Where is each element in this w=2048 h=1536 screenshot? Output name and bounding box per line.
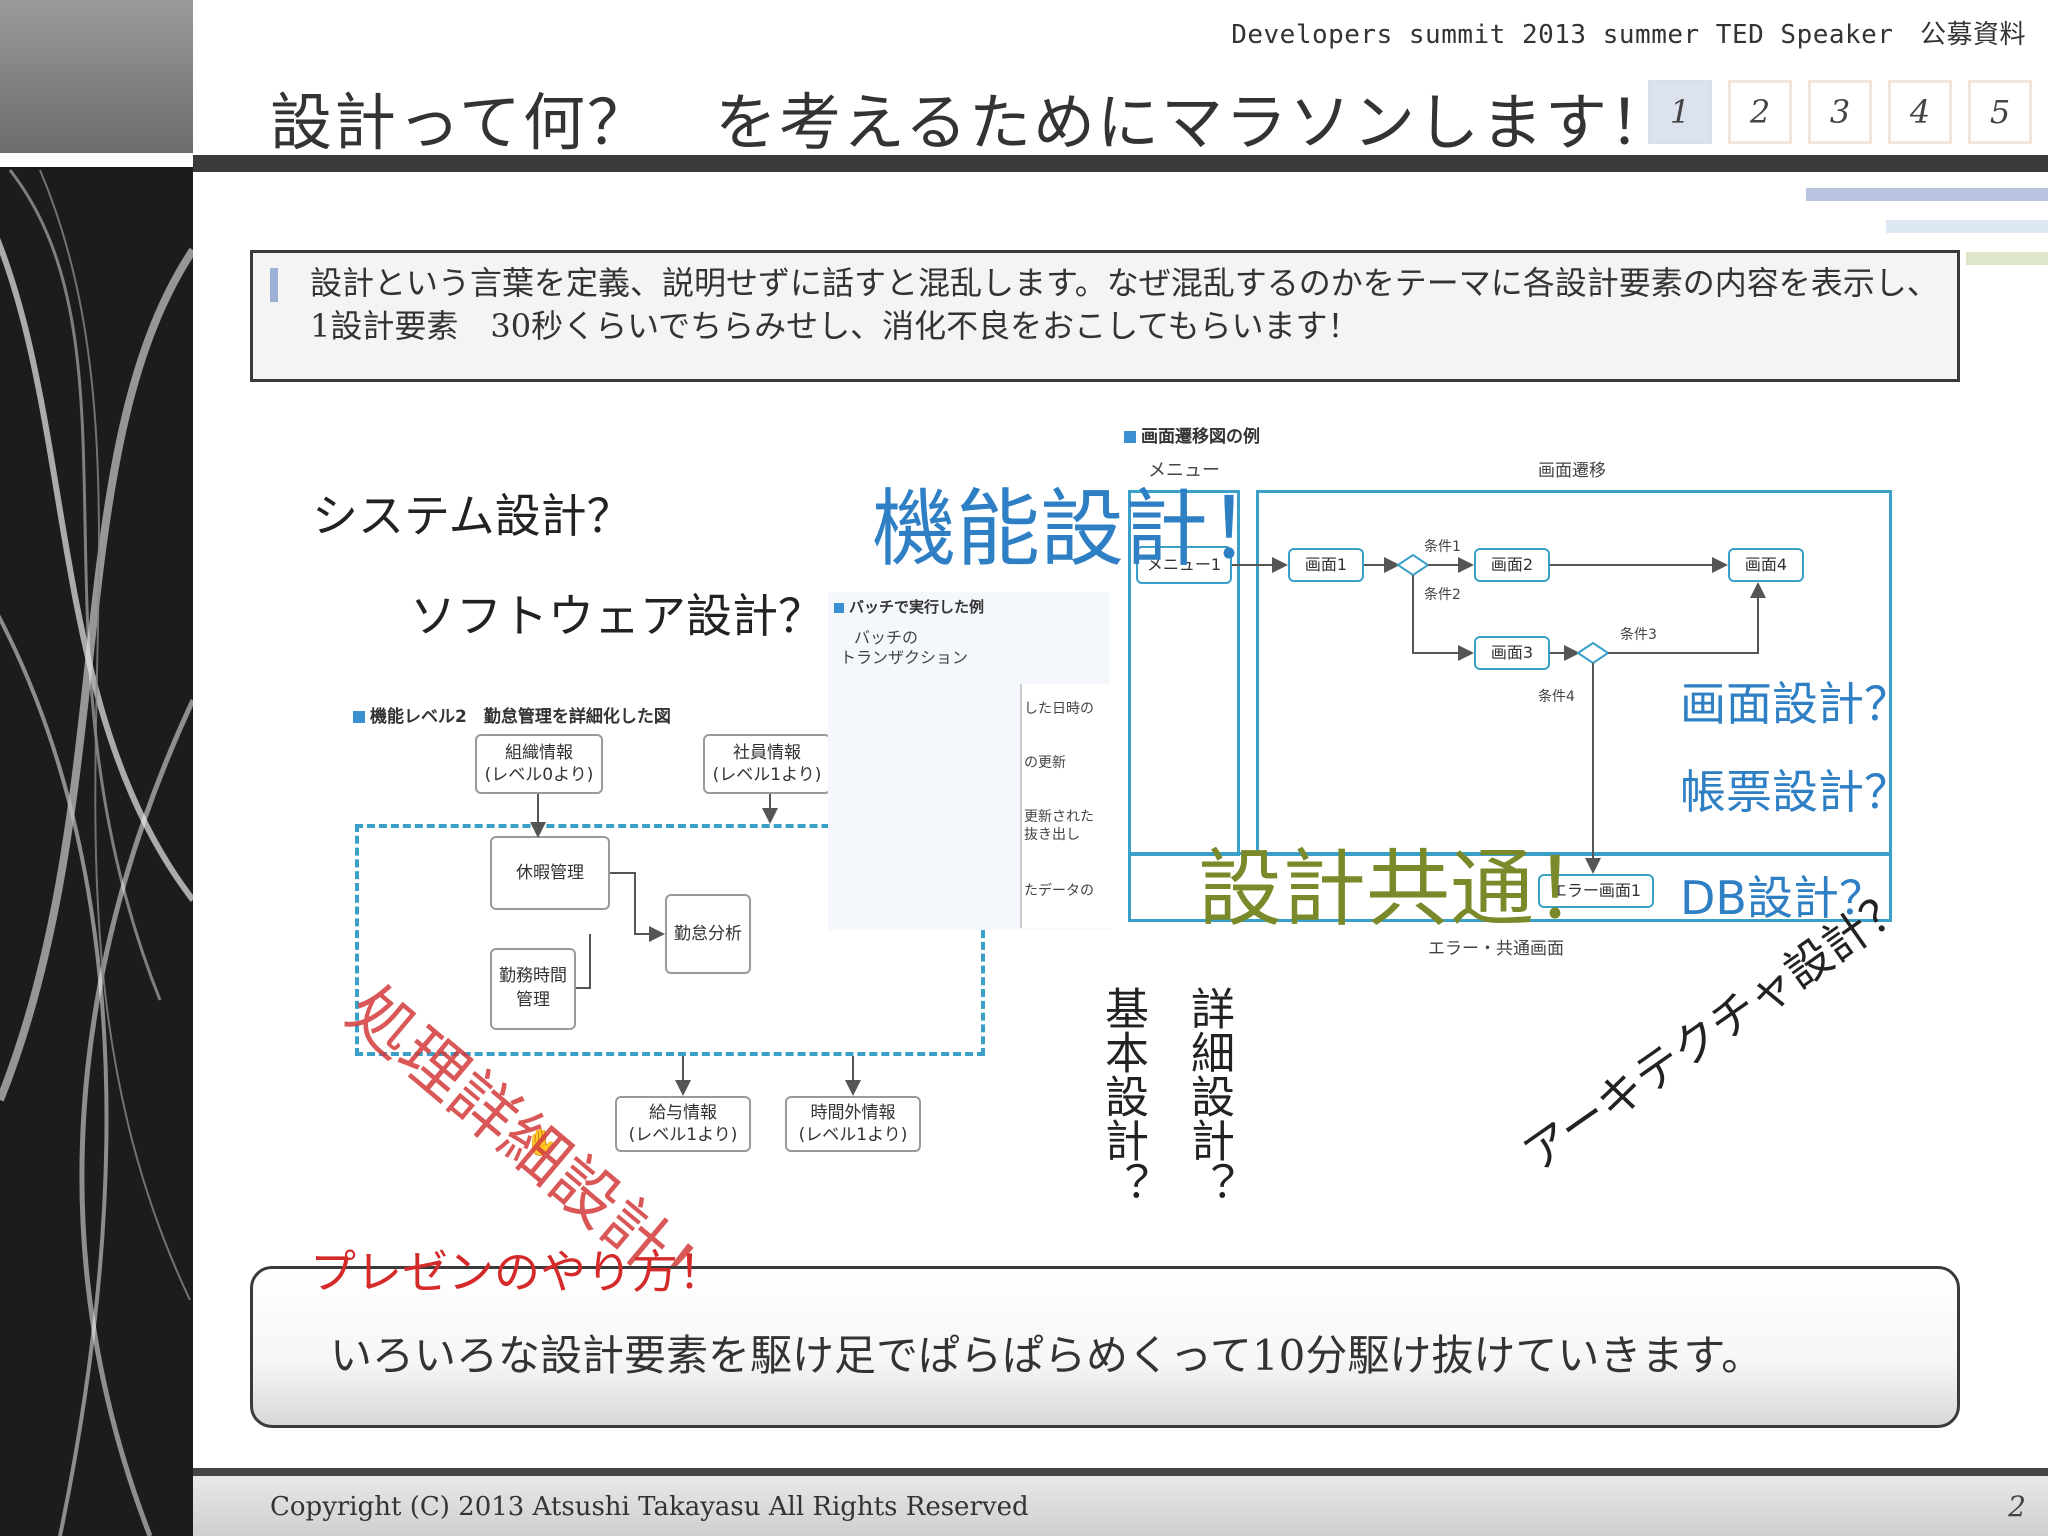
batch-diagram: バッチで実行した例 バッチの トランザクション した日時の の更新 更新された … [828,592,1112,930]
page-number: 2 [2008,1490,2026,1523]
work-time-mgmt-node: 勤務時間管理 [490,948,576,1030]
condition-1-label: 条件1 [1424,539,1461,555]
batch-transaction-label-2: トランザクション [840,648,969,667]
batch-row-4: 抜き出し [1024,827,1080,843]
square-bullet-icon [834,603,844,613]
system-design-label: システム設計？ [312,489,633,543]
transition-column-header: 画面遷移 [1538,461,1606,481]
left-decoration [0,0,193,1536]
page-tab-3[interactable]: 3 [1808,80,1872,144]
decision-diamond-1 [1396,553,1430,577]
batch-row-2: の更新 [1024,755,1066,771]
condition-2-label: 条件2 [1424,587,1461,603]
batch-transaction-label-1: バッチの [854,628,919,647]
copyright-text: Copyright (C) 2013 Atsushi Takayasu All … [270,1492,1029,1522]
decision-diamond-2 [1576,641,1610,665]
summary-box [250,1266,1960,1428]
slide-title: 設計って何？ を考えるためにマラソンします！ [270,86,1674,159]
org-info-node: 組織情報(レベル0より) [475,734,603,794]
square-bullet-icon [353,711,365,723]
db-design-label: DB設計？ [1680,871,1885,925]
function-boundary-dashed [355,824,985,1056]
screen-transition-arrows [1232,553,1766,874]
batch-row-1: した日時の [1024,701,1094,717]
footer-background [193,1476,2048,1536]
salary-info-node: 給与情報(レベル1より) [615,1096,751,1152]
swirl-decoration [0,169,193,1536]
summary-text: いろいろな設計要素を駆け足でぱらぱらめくって10分駆け抜けていきます。 [330,1331,1764,1380]
screen2-node: 画面2 [1474,548,1550,582]
condition-3-label: 条件3 [1620,627,1657,643]
error-common-footer: エラー・共通画面 [1428,939,1564,959]
condition-4-label: 条件4 [1538,689,1575,705]
functional-design-label: 機能設計！ [872,480,1293,578]
leave-mgmt-node: 休暇管理 [490,836,610,910]
header-caption: Developers summit 2013 summer TED Speake… [1231,20,2026,50]
hand-cursor-icon: ✋ [525,1128,558,1158]
footer-bar [193,1468,2048,1476]
accent-line-lightblue [1886,220,2048,233]
page-tab-5[interactable]: 5 [1968,80,2032,144]
intro-box [250,250,1960,382]
batch-rows: した日時の の更新 更新された 抜き出し たデータの [1020,684,1112,928]
overtime-info-node: 時間外情報(レベル1より) [785,1096,921,1152]
function-level-diagram-title: 機能レベル2 勤怠管理を詳細化した図 [353,702,671,727]
screen1-node: 画面1 [1288,548,1364,582]
page-tab-2[interactable]: 2 [1728,80,1792,144]
screen3-node: 画面3 [1474,636,1550,670]
menu-column-header: メニュー [1148,460,1220,481]
presentation-method-label: プレゼンのやり方！ [310,1245,724,1299]
detailed-design-label: 詳細設計？ [1183,986,1234,1206]
common-design-label: 設計共通！ [1198,840,1619,938]
batch-row-3: 更新された [1024,809,1094,825]
intro-text: 設計という言葉を定義、説明せずに話すと混乱します。なぜ混乱するのかをテーマに各設… [310,264,1939,345]
screen-transition-diagram: 画面遷移図の例 メニュー 画面遷移 メニュー1 画面1 画面2 画面4 画面3 … [1118,412,1903,967]
batch-diagram-title: バッチで実行した例 [834,596,984,617]
error-screen-node: エラー画面1 [1538,874,1654,908]
basic-design-label: 基本設計？ [1097,986,1148,1206]
page-tab-1[interactable]: 1 [1648,80,1712,144]
batch-row-5: たデータの [1024,883,1094,899]
accent-line-green [1966,252,2048,265]
page-tab-4[interactable]: 4 [1888,80,1952,144]
report-design-label: 帳票設計？ [1680,765,1910,819]
attendance-analysis-node: 勤怠分析 [665,894,751,974]
menu1-node: メニュー1 [1136,546,1232,584]
square-bullet-icon [1124,431,1136,443]
intro-bullet-marker [270,268,278,302]
error-common-frame [1128,852,1892,922]
accent-line-blue [1806,188,2048,201]
screen-transition-title: 画面遷移図の例 [1124,422,1260,447]
screen-design-label: 画面設計？ [1680,677,1910,731]
software-design-label: ソフトウェア設計？ [410,589,824,643]
function-level-arrows [530,794,861,1096]
title-underline-bar [193,155,2048,172]
screen4-node: 画面4 [1728,548,1804,582]
